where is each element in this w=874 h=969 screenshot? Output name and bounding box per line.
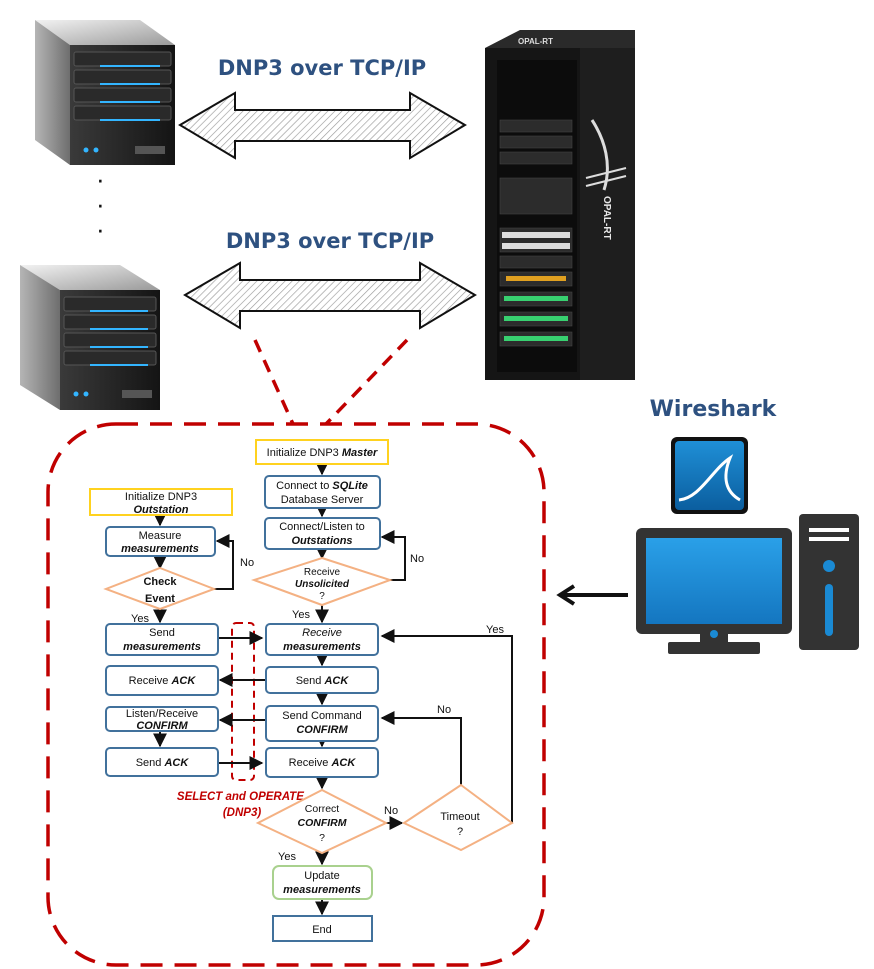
timeout-diamond: Timeout ? [401,783,514,852]
svg-text:Update: Update [304,870,339,882]
end-box: End [272,915,373,942]
svg-text:?: ? [319,832,325,844]
svg-text:Outstations: Outstations [291,535,352,547]
outstation-yes-label: Yes [131,613,149,625]
timeout-yes-label: Yes [486,624,504,636]
rack-brand-side: OPAL-RT [601,196,612,240]
svg-text:Event: Event [145,593,175,605]
svg-text:Database Server: Database Server [281,494,364,506]
opal-rt-rack-image: OPAL-RT OPAL-RT [485,30,635,380]
svg-text:Timeout: Timeout [440,811,479,823]
svg-text:CONFIRM: CONFIRM [136,720,188,732]
svg-text:Initialize DNP3: Initialize DNP3 [125,491,197,503]
svg-text:Listen/Receive: Listen/Receive [126,708,198,720]
correct-no-label: No [384,805,398,817]
svg-text:Receive: Receive [302,627,342,639]
link-arrow-top [178,91,467,160]
outstation-check-event-diamond: Check Event [103,566,217,611]
capture-arrow [556,584,628,606]
outstation-send-ack-box: Send ACK [105,747,219,777]
svg-text:Unsolicited: Unsolicited [295,579,350,590]
svg-text:Receive ACK: Receive ACK [289,757,357,769]
master-connect-sqlite-box: Connect to SQLite Database Server [264,475,381,509]
svg-text:Receive ACK: Receive ACK [129,675,197,687]
outstation-listen-confirm-box: Listen/Receive CONFIRM [105,706,219,732]
flowchart-connectors [153,461,513,916]
outstation-send-measurements-box: Send measurements [105,623,219,656]
svg-text:CONFIRM: CONFIRM [298,817,347,829]
svg-text:Send: Send [149,627,175,639]
master-receive-measurements-box: Receive measurements [265,623,379,656]
computer-tower-icon [799,514,859,650]
svg-text:Connect to SQLite: Connect to SQLite [276,480,368,492]
outstation-init-box: Initialize DNP3 Outstation [89,488,233,516]
wireshark-logo-icon [671,437,748,514]
outstation-measure-box: Measure measurements [105,526,216,557]
flowchart-frame [46,338,546,967]
svg-text:measurements: measurements [121,543,199,555]
master-init-box: Initialize DNP3 Master [255,439,389,465]
computer-monitor-icon [636,528,792,654]
timeout-no-label: No [437,704,451,716]
master-receive-unsolicited-diamond: Receive Unsolicited ? [250,556,394,607]
server-icon-top [35,20,175,165]
svg-text:measurements: measurements [283,641,361,653]
outstation-no-label: No [240,557,254,569]
svg-text:End: End [312,924,332,936]
svg-text:Initialize DNP3 Master: Initialize DNP3 Master [267,447,378,459]
svg-text:measurements: measurements [123,641,201,653]
update-measurements-box: Update measurements [272,865,373,900]
svg-text:Outstation: Outstation [134,504,189,516]
select-operate-frame [231,622,255,781]
select-operate-label: SELECT and OPERATE (DNP3) [177,791,307,819]
master-yes-label: Yes [292,609,310,621]
link-label-top: DNP3 over TCP/IP [218,56,426,80]
outstation-receive-ack-box: Receive ACK [105,665,219,696]
svg-text:measurements: measurements [283,884,361,896]
correct-yes-label: Yes [278,851,296,863]
svg-text:Send ACK: Send ACK [136,757,190,769]
svg-text:?: ? [457,826,463,838]
svg-text:Send Command: Send Command [282,710,362,722]
link-arrow-bottom [183,261,477,330]
svg-text:Receive: Receive [304,567,341,578]
svg-text:CONFIRM: CONFIRM [296,724,348,736]
link-label-bottom: DNP3 over TCP/IP [226,229,434,253]
svg-text:Send ACK: Send ACK [296,675,350,687]
master-no-label: No [410,553,424,565]
svg-text:?: ? [319,591,325,602]
svg-text:Correct: Correct [305,803,340,815]
wireshark-label: Wireshark [650,397,778,422]
server-icon-bottom [20,265,160,410]
master-receive-ack-box: Receive ACK [265,747,379,778]
rack-brand-top: OPAL-RT [518,37,553,46]
svg-text:Connect/Listen to: Connect/Listen to [279,521,365,533]
master-listen-outstations-box: Connect/Listen to Outstations [264,517,381,550]
master-send-ack-box: Send ACK [265,666,379,694]
master-correct-confirm-diamond: Correct CONFIRM ? [255,788,389,855]
master-send-command-box: Send Command CONFIRM [265,705,379,742]
svg-text:Check: Check [143,576,177,588]
server-ellipsis: ··· [96,164,105,244]
svg-text:Measure: Measure [139,530,182,542]
